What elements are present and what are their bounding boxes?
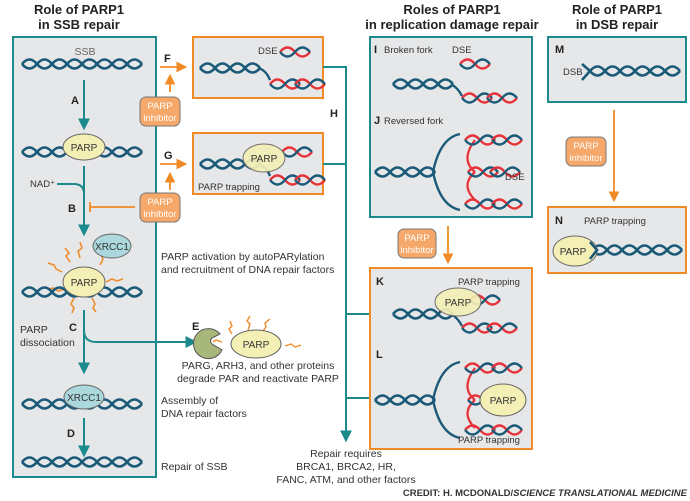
parp-protein-a: PARP bbox=[62, 133, 106, 161]
step-g: G bbox=[164, 150, 173, 162]
dissociation-label-2: dissociation bbox=[20, 337, 75, 349]
parp-protein-e: PARP bbox=[230, 329, 282, 359]
dse-label-f: DSE bbox=[258, 46, 278, 57]
replication-title-line1: Roles of PARP1 bbox=[403, 2, 500, 17]
step-l: L bbox=[376, 349, 383, 361]
credit-line: CREDIT: H. MCDONALD/SCIENCE TRANSLATIONA… bbox=[403, 488, 688, 499]
svg-text:PARP: PARP bbox=[404, 233, 429, 244]
step-m: M bbox=[555, 44, 564, 56]
dse-label-j: DSE bbox=[505, 172, 525, 183]
parp-trapping-label-k: PARP trapping bbox=[458, 277, 520, 288]
dna-dsb-end bbox=[581, 63, 682, 81]
step-i: I bbox=[374, 44, 377, 56]
parp-trapping-label-n: PARP trapping bbox=[584, 216, 646, 227]
arrow-e bbox=[83, 329, 198, 348]
dsb-title-line1: Role of PARP1 bbox=[572, 2, 662, 17]
step-n: N bbox=[555, 215, 563, 227]
step-d: D bbox=[67, 428, 75, 440]
svg-text:inhibitor: inhibitor bbox=[569, 153, 602, 164]
svg-text:inhibitor: inhibitor bbox=[400, 245, 433, 256]
svg-text:XRCC1: XRCC1 bbox=[95, 242, 129, 253]
dsb-title-line2: in DSB repair bbox=[576, 17, 658, 32]
svg-text:XRCC1: XRCC1 bbox=[67, 393, 101, 404]
ssb-title-line2: in SSB repair bbox=[38, 17, 120, 32]
parp-trapped-n: PARP bbox=[552, 235, 599, 267]
parg-enzyme bbox=[193, 328, 223, 360]
svg-text:PARP: PARP bbox=[445, 298, 472, 309]
svg-text:PARP: PARP bbox=[560, 247, 587, 258]
dsb-section-title: Role of PARP1 in DSB repair bbox=[572, 2, 662, 32]
parp-trapped-g: PARP bbox=[242, 143, 286, 173]
caption-parg-2: degrade PAR and reactivate PARP bbox=[177, 373, 339, 385]
panel-replication-ij bbox=[369, 36, 533, 218]
arrow-h bbox=[323, 66, 352, 443]
caption-requires-1: Repair requires bbox=[310, 448, 382, 460]
ssb-section-title: Role of PARP1 in SSB repair bbox=[34, 2, 124, 32]
xrcc1-protein-b: XRCC1 bbox=[92, 233, 132, 259]
nad-label: NAD⁺ bbox=[30, 179, 55, 190]
par-chains bbox=[47, 241, 124, 314]
step-k: K bbox=[376, 276, 384, 288]
reversed-fork-label: Reversed fork bbox=[384, 116, 443, 127]
par-chains-e bbox=[212, 315, 302, 348]
svg-text:inhibitor: inhibitor bbox=[143, 113, 176, 124]
replication-title-line2: in replication damage repair bbox=[365, 17, 538, 32]
parp-trapped-l: PARP bbox=[479, 383, 527, 417]
caption-requires-2: BRCA1, BRCA2, HR, bbox=[296, 461, 396, 473]
ssb-title-line1: Role of PARP1 bbox=[34, 2, 124, 17]
replication-section-title: Roles of PARP1 in replication damage rep… bbox=[365, 2, 538, 32]
parp-inhibitor-badge-g: PARP inhibitor bbox=[139, 192, 181, 223]
dna-broken-f bbox=[198, 46, 327, 90]
step-a: A bbox=[71, 95, 79, 107]
svg-text:PARP: PARP bbox=[147, 101, 172, 112]
parp-trapping-label-g: PARP trapping bbox=[198, 182, 260, 193]
caption-repair-ssb: Repair of SSB bbox=[161, 461, 228, 473]
step-h: H bbox=[330, 108, 338, 120]
svg-text:PARP: PARP bbox=[490, 396, 517, 407]
svg-text:PARP: PARP bbox=[573, 141, 598, 152]
svg-text:PARP: PARP bbox=[71, 143, 98, 154]
dissociation-label-1: PARP bbox=[20, 324, 48, 336]
svg-text:PARP: PARP bbox=[243, 340, 270, 351]
parp-trapped-k: PARP bbox=[434, 287, 482, 317]
svg-text:PARP: PARP bbox=[71, 278, 98, 289]
dsb-label: DSB bbox=[563, 67, 583, 78]
step-f: F bbox=[164, 53, 171, 65]
caption-assembly-1: Assembly of bbox=[161, 395, 218, 407]
svg-text:PARP: PARP bbox=[251, 154, 278, 165]
caption-activation-2: and recruitment of DNA repair factors bbox=[161, 264, 334, 276]
caption-parg-1: PARG, ARH3, and other proteins bbox=[182, 360, 335, 372]
parp-inhibitor-badge-f: PARP inhibitor bbox=[139, 96, 181, 127]
parp-protein-b: PARP bbox=[62, 266, 106, 298]
parp-inhibitor-badge-kl: PARP inhibitor bbox=[397, 228, 437, 259]
dna-reversed-fork-l bbox=[373, 360, 524, 440]
ssb-label: SSB bbox=[74, 46, 95, 58]
broken-fork-label: Broken fork bbox=[384, 45, 433, 56]
caption-requires-3: FANC, ATM, and other factors bbox=[276, 474, 415, 486]
svg-text:PARP: PARP bbox=[147, 197, 172, 208]
dna-reversed-fork bbox=[373, 132, 524, 212]
step-j: J bbox=[374, 115, 380, 127]
caption-assembly-2: DNA repair factors bbox=[161, 408, 247, 420]
parp-trapping-label-l: PARP trapping bbox=[458, 435, 520, 446]
step-c: C bbox=[69, 322, 77, 334]
parp-inhibitor-badge-dsb: PARP inhibitor bbox=[565, 136, 607, 167]
step-e: E bbox=[192, 321, 199, 333]
dse-label-i: DSE bbox=[452, 45, 472, 56]
xrcc1-protein-d: XRCC1 bbox=[63, 384, 105, 410]
dna-broken-fork bbox=[391, 58, 519, 104]
svg-text:inhibitor: inhibitor bbox=[143, 209, 176, 220]
step-b: B bbox=[68, 203, 76, 215]
caption-activation-1: PARP activation by autoPARylation bbox=[161, 251, 325, 263]
